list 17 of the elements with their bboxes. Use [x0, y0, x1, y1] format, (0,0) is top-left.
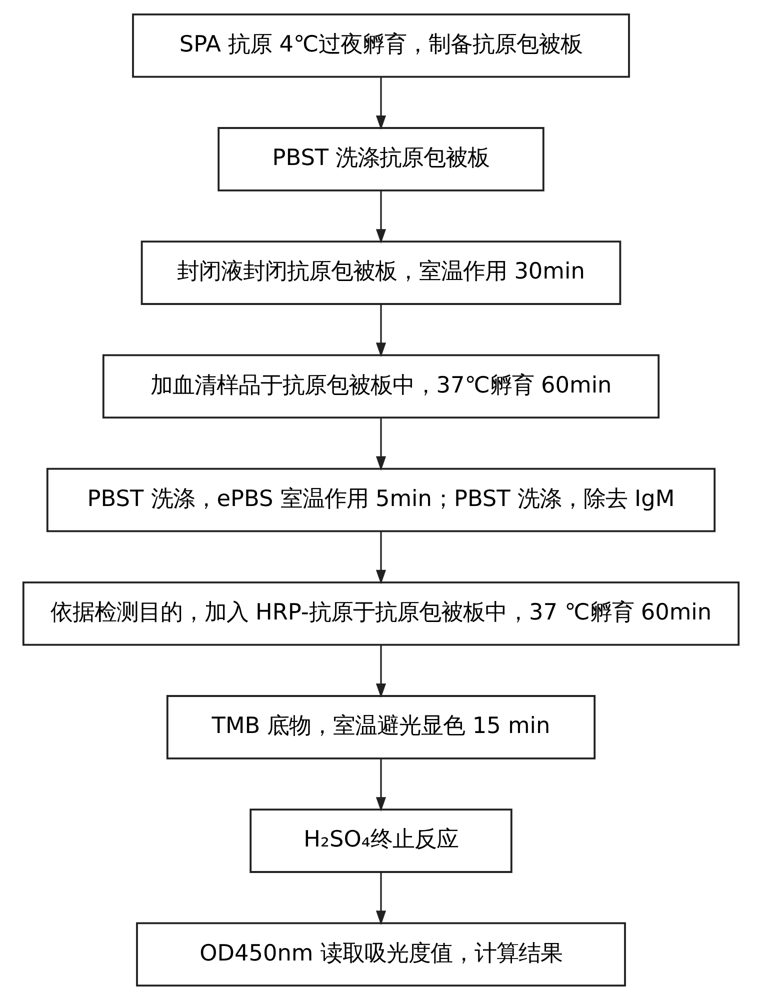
arrow: [376, 532, 386, 584]
node-box: PBST 洗涤抗原包被板: [218, 127, 544, 192]
arrow: [376, 418, 386, 471]
arrow: [376, 304, 386, 358]
node-box: 加血清样品于抗原包被板中，37℃孵育 60min: [102, 354, 660, 419]
node-box: 封闭液封闭抗原包被板，室温作用 30min: [140, 240, 622, 305]
arrow: [376, 645, 386, 698]
node-box: PBST 洗涤，ePBS 室温作用 5min；PBST 洗涤，除去 IgM: [46, 468, 716, 532]
node-box: SPA 抗原 4℃过夜孵育，制备抗原包被板: [132, 13, 630, 78]
node-box: 依据检测目的，加入 HRP-抗原于抗原包被板中，37 ℃孵育 60min: [22, 581, 740, 646]
arrow: [376, 872, 386, 926]
arrow: [376, 77, 386, 130]
node-box: H₂SO₄终止反应: [250, 808, 512, 873]
arrow: [376, 758, 386, 812]
arrow: [376, 190, 386, 244]
node-box: OD450nm 读取吸光度值，计算结果: [136, 922, 626, 987]
node-box: TMB 底物，室温避光显色 15 min: [166, 695, 596, 760]
